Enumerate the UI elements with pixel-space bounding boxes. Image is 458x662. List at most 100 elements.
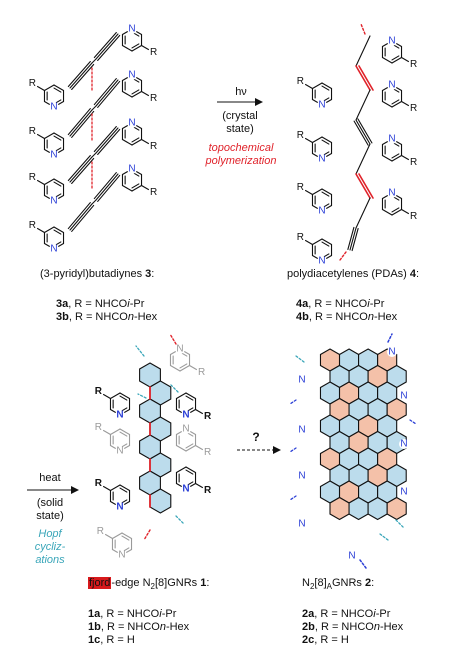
ring-bond xyxy=(185,392,197,400)
ring-bond xyxy=(53,226,65,234)
pyridine-nitrogen: N xyxy=(116,502,123,513)
triple-bond xyxy=(67,154,91,182)
triple-bond xyxy=(97,128,121,156)
n-mask xyxy=(115,446,125,456)
pda-double-bond xyxy=(355,65,371,91)
n-mask xyxy=(49,244,59,254)
pyridine-nitrogen: N xyxy=(182,484,189,495)
ring-double-bond xyxy=(391,99,400,105)
ring-bond xyxy=(185,444,197,452)
r-bond xyxy=(194,482,204,489)
r-bond xyxy=(304,189,314,196)
r-group: R xyxy=(410,103,417,114)
n-mask xyxy=(399,487,409,497)
triple-bond xyxy=(95,173,119,201)
r-bond xyxy=(36,85,46,92)
monomer-3a: 3a, R = NHCOi-Pr xyxy=(56,298,145,310)
ring-double-bond xyxy=(119,487,128,493)
crystal-state-label: (crystal state) xyxy=(222,110,258,135)
r-bond xyxy=(140,44,150,51)
ring-bond xyxy=(311,188,323,196)
fjord-1c: 1c, R = H xyxy=(88,634,135,646)
hopf-mark xyxy=(395,519,405,529)
ring-bond xyxy=(175,392,187,400)
topochemical-label: topochemical polymerization xyxy=(205,142,277,167)
n-mask xyxy=(175,344,185,354)
ring-bond xyxy=(321,238,333,246)
r-group: R xyxy=(95,386,103,397)
triple-bond xyxy=(67,60,91,88)
ring-bond xyxy=(321,82,333,90)
ring-bond xyxy=(381,100,393,108)
n-mask xyxy=(347,551,357,561)
ring-bond xyxy=(391,208,403,216)
triple-bond xyxy=(69,156,93,183)
triple-bond xyxy=(93,125,117,153)
triple-bond xyxy=(97,34,121,62)
pda-4b: 4b, R = NHCOn-Hex xyxy=(296,311,398,323)
ring-bond xyxy=(169,364,181,372)
r-group: R xyxy=(150,187,157,198)
n-mask xyxy=(387,188,397,198)
ring-double-bond xyxy=(179,363,188,369)
ring-bond xyxy=(311,238,323,246)
pyridine-nitrogen: N xyxy=(128,24,135,35)
edge-mark xyxy=(409,419,417,425)
ring-bond xyxy=(109,392,121,400)
ring-double-bond xyxy=(53,229,62,235)
ring-double-bond xyxy=(321,85,330,91)
r-group: R xyxy=(97,526,104,537)
ribbon-nitrogen: N xyxy=(298,375,305,386)
triple-bond xyxy=(95,79,119,107)
pyridine-nitrogen: N xyxy=(318,100,325,111)
n-mask xyxy=(387,80,397,90)
triple-bond xyxy=(357,118,373,144)
n-mask xyxy=(49,196,59,206)
n-mask xyxy=(297,425,307,435)
ring-double-bond xyxy=(53,135,62,141)
ring-bond xyxy=(321,136,333,144)
r-group: R xyxy=(95,478,103,489)
ring-bond xyxy=(381,56,393,64)
r-bond xyxy=(304,137,314,144)
fjord-1a: 1a, R = NHCOi-Pr xyxy=(88,608,177,620)
r-group: R xyxy=(410,59,417,70)
n-mask xyxy=(117,550,127,560)
ring-double-bond xyxy=(321,241,330,247)
pyridine-nitrogen: N xyxy=(128,164,135,175)
pyridine-nitrogen: N xyxy=(50,244,57,255)
ring-bond xyxy=(185,466,197,474)
ribbon-nitrogen: N xyxy=(298,471,305,482)
ring-double-bond xyxy=(131,43,140,49)
n-mask xyxy=(387,347,397,357)
ring-bond xyxy=(311,82,323,90)
pyridine-nitrogen: N xyxy=(318,206,325,217)
ring-bond xyxy=(53,132,65,140)
ring-bond xyxy=(43,178,55,186)
single-bond xyxy=(91,105,97,111)
triple-bond xyxy=(67,202,91,230)
ring-double-bond xyxy=(185,443,194,449)
n-mask xyxy=(127,164,137,174)
n-mask xyxy=(127,24,137,34)
edge-mark xyxy=(289,495,297,501)
r-group: R xyxy=(410,211,417,222)
ring-bond xyxy=(119,392,131,400)
n-mask xyxy=(181,484,191,494)
r-group: R xyxy=(297,232,304,243)
pda-single-bond xyxy=(355,89,371,121)
n-mask xyxy=(297,519,307,529)
r-bond xyxy=(36,179,46,186)
armchair-caption: N2[8]AGNRs 2: xyxy=(302,577,375,592)
ring-bond xyxy=(119,484,131,492)
chain-terminus xyxy=(339,251,347,261)
triple-bond xyxy=(95,33,119,60)
pyridine-nitrogen: N xyxy=(128,118,135,129)
triple-bond xyxy=(347,226,355,250)
triple-bond xyxy=(71,110,95,138)
pyridine-nitrogen: N xyxy=(116,410,123,421)
pyridine-nitrogen: N xyxy=(388,188,395,199)
pyridine-nitrogen: N xyxy=(318,256,325,267)
n-mask xyxy=(49,150,59,160)
r-bond xyxy=(400,154,410,161)
